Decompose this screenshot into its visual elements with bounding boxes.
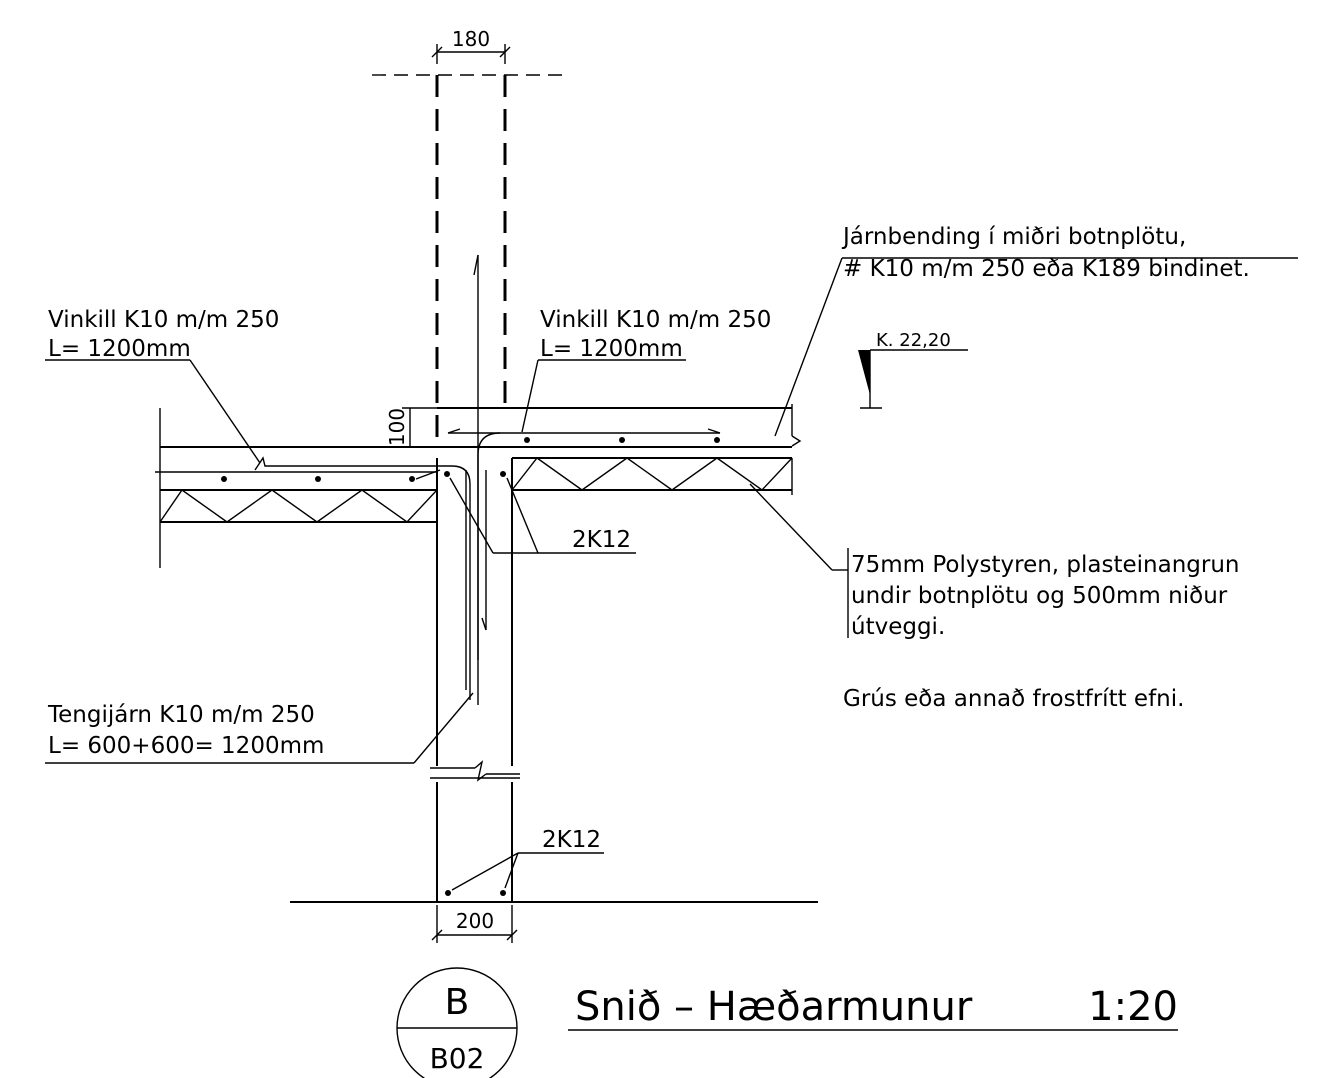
dimension-100: 100	[385, 407, 437, 448]
vinkill-left-line1: Vinkill K10 m/m 250	[48, 307, 279, 333]
upper-wall-dashed	[372, 74, 568, 440]
slab-reinforcement-line2: # K10 m/m 250 eða K189 bindinet.	[843, 256, 1250, 282]
insulation-line1: 75mm Polystyren, plasteinangrun	[851, 552, 1240, 578]
title-block: B B02 Snið – Hæðarmunur 1:20	[396, 967, 1178, 1078]
vinkill-left-line2: L= 1200mm	[48, 336, 191, 362]
dim-200-label: 200	[456, 909, 494, 933]
insulation-line3: útveggi.	[851, 614, 945, 640]
vinkill-right-line1: Vinkill K10 m/m 250	[540, 307, 771, 333]
vinkill-right-line2: L= 1200mm	[540, 336, 683, 362]
drawing-scale: 1:20	[1088, 984, 1178, 1030]
detail-letter: B	[445, 982, 470, 1023]
dimension-180: 180	[431, 27, 511, 64]
bars-upper-label: 2K12	[572, 527, 631, 553]
sheet-ref: B02	[430, 1042, 485, 1075]
tie-bars-line1: Tengijárn K10 m/m 250	[47, 702, 315, 728]
dim-180-label: 180	[452, 27, 490, 51]
slab-reinforcement-line1: Járnbending í miðri botnplötu,	[841, 224, 1186, 250]
foundation-wall	[290, 254, 818, 903]
callout-texts: Járnbending í miðri botnplötu, # K10 m/m…	[47, 224, 1250, 853]
right-slab	[437, 404, 802, 660]
dim-100-label: 100	[385, 408, 409, 446]
level-marker: K. 22,20	[858, 330, 968, 409]
left-slab	[155, 408, 441, 568]
bars-lower-label: 2K12	[542, 827, 601, 853]
insulation-line2: undir botnplötu og 500mm niður	[851, 583, 1228, 609]
drawing-title: Snið – Hæðarmunur	[575, 984, 973, 1030]
level-marker-label: K. 22,20	[876, 330, 951, 351]
dimension-200: 200	[431, 905, 518, 943]
leader-lines	[45, 257, 1298, 891]
tie-bars-line2: L= 600+600= 1200mm	[48, 733, 324, 759]
fill-material: Grús eða annað frostfrítt efni.	[843, 686, 1184, 712]
